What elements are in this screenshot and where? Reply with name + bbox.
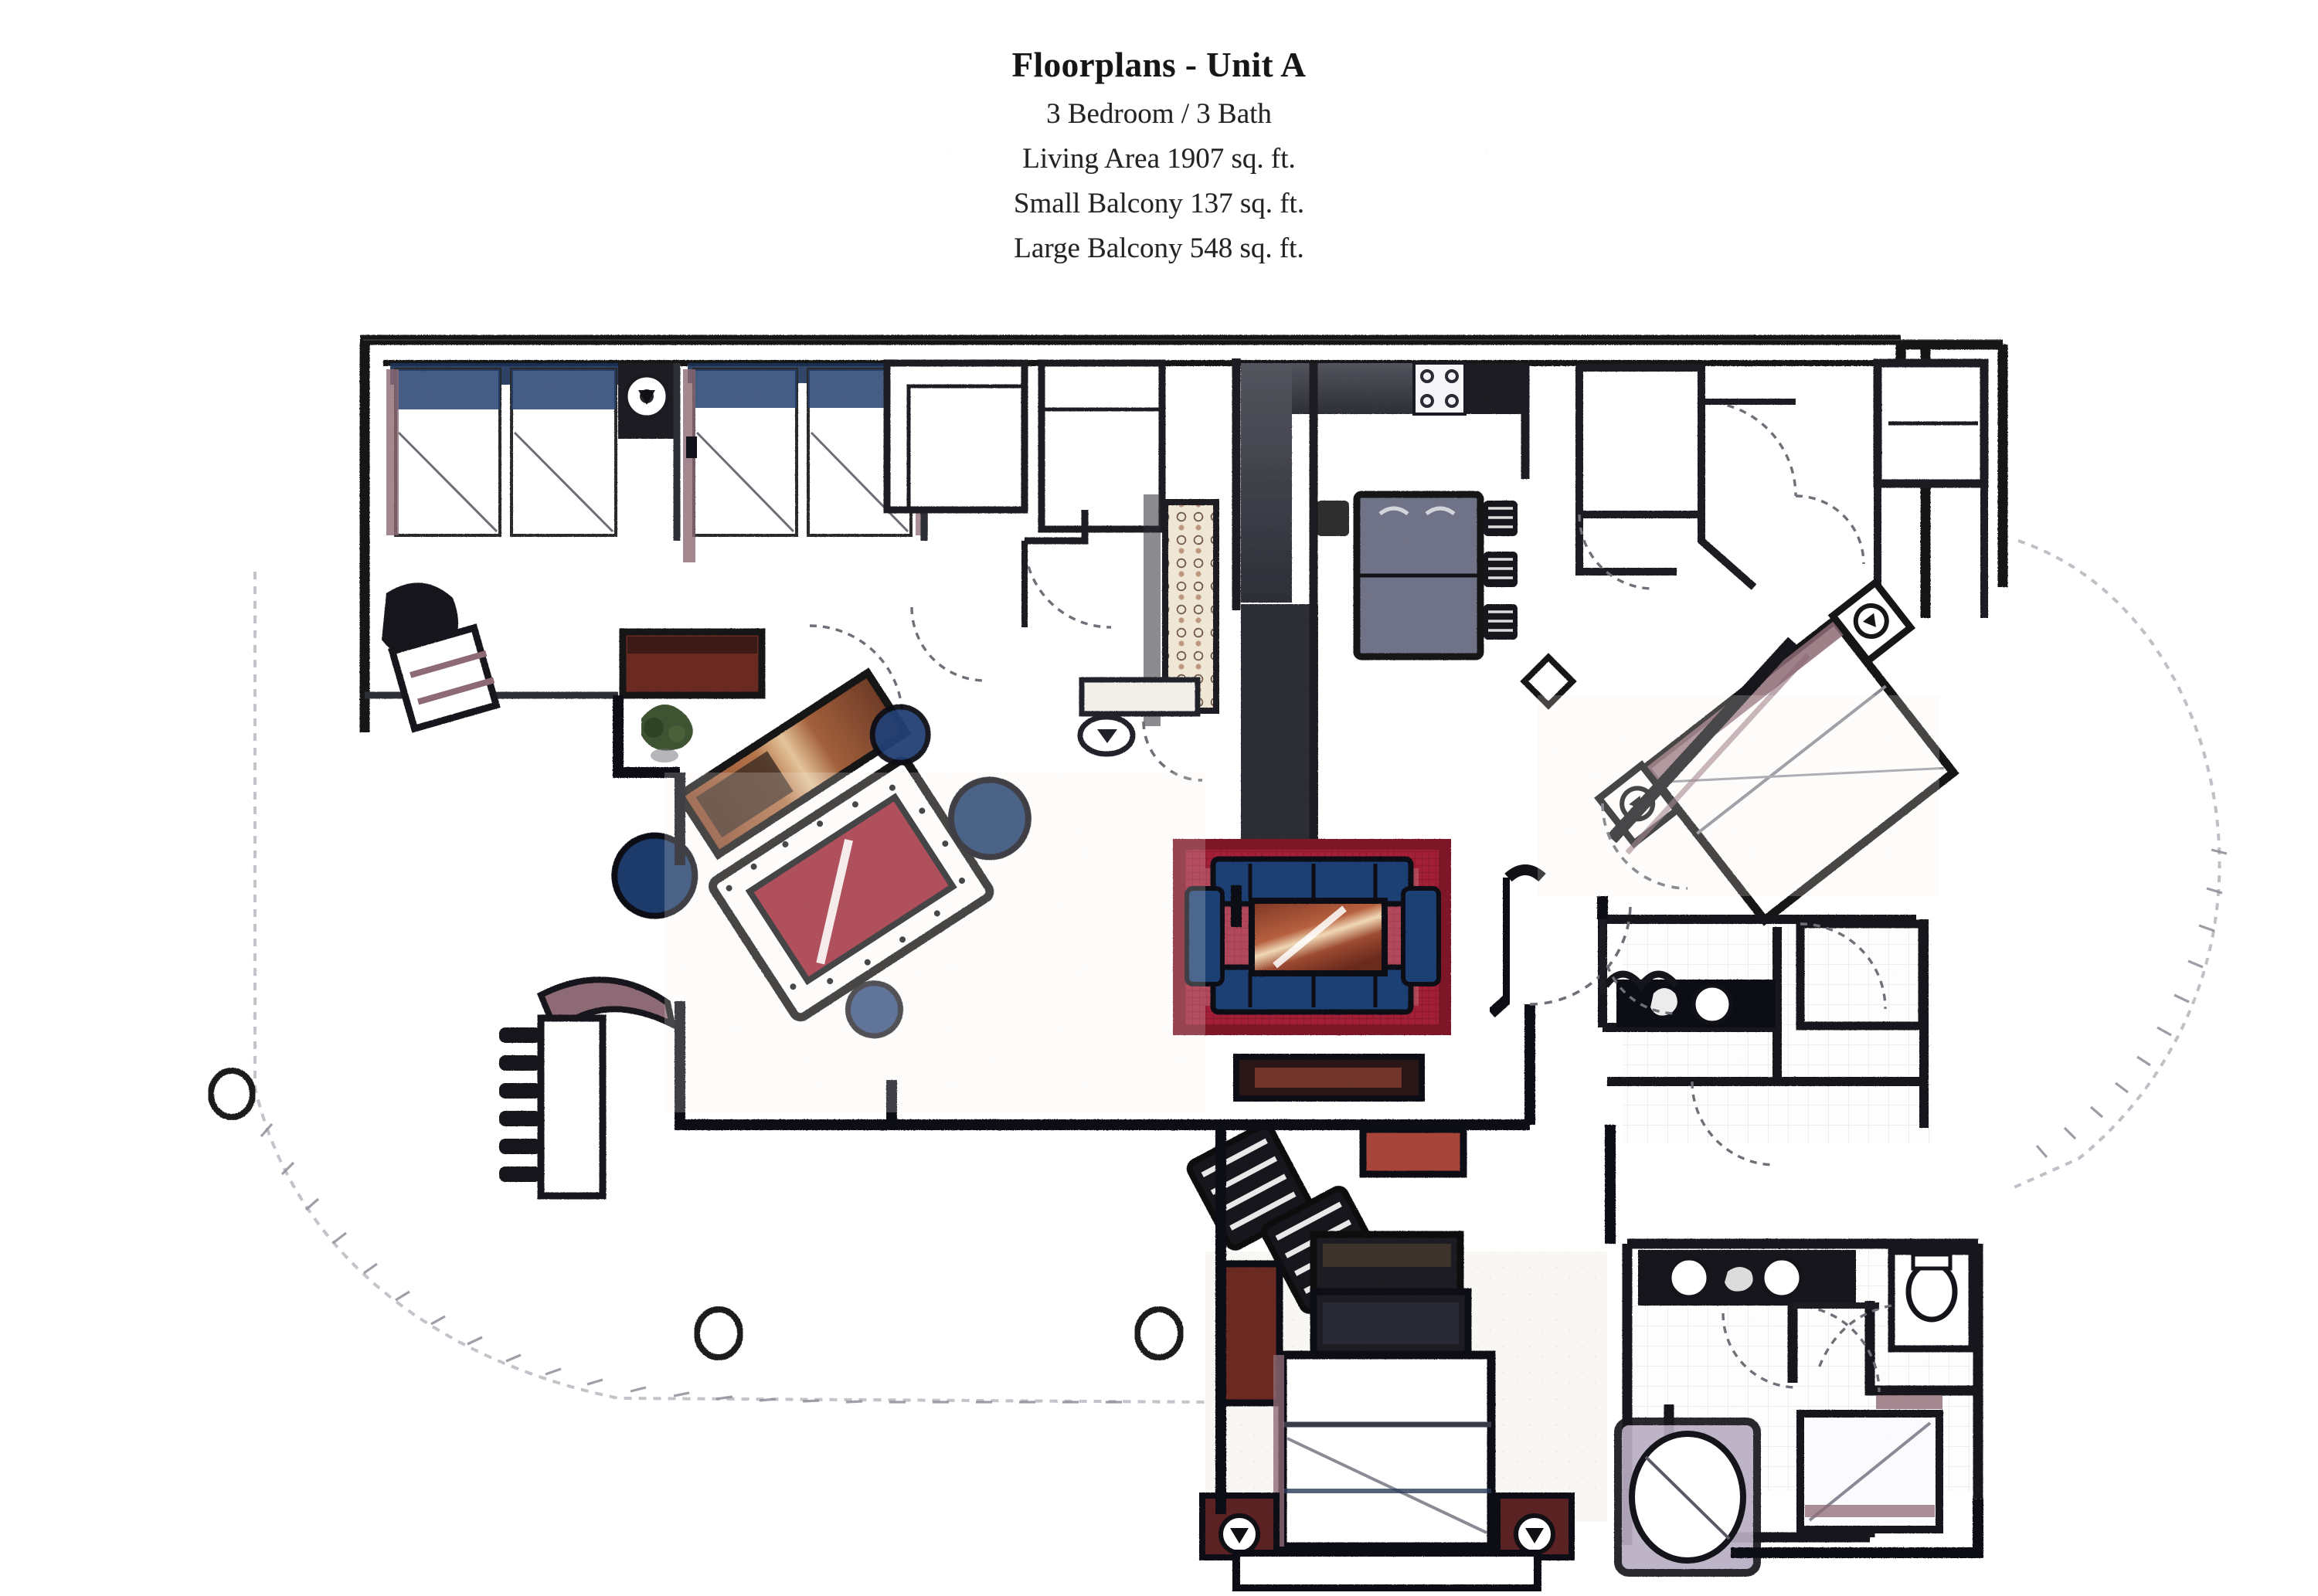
door-leaves: [1021, 399, 1879, 1309]
twin-bed-c: [683, 368, 798, 562]
dining-table: [1317, 491, 1518, 660]
round-chair-3: [869, 704, 931, 766]
sink-1: [1691, 983, 1733, 1025]
large-balcony: [208, 572, 1206, 1404]
twin-bed-a: [386, 368, 501, 537]
coffee-table: [1249, 898, 1388, 976]
double-vanity: [1638, 1250, 1856, 1306]
ottoman: [1359, 1126, 1467, 1178]
left-furniture: [382, 582, 766, 1200]
column-3: [1134, 1306, 1184, 1360]
range: [1412, 362, 1467, 416]
column-1: [208, 1068, 256, 1120]
toilet-1: [1888, 1248, 1976, 1353]
sink-3: [1760, 1256, 1803, 1299]
bath-3: [1598, 915, 1929, 1166]
side-table-diamond: [1520, 653, 1577, 710]
bed-bench: [1232, 1549, 1541, 1592]
bedroom-2: [386, 363, 675, 537]
kitchen: [1144, 358, 1530, 890]
round-chair-4: [845, 980, 903, 1039]
nightstand-lamp-5: [1494, 1492, 1575, 1560]
tall-cabinet: [1215, 1260, 1283, 1407]
armchair-corner: [382, 582, 501, 733]
scan-artifacts: [363, 339, 2001, 1112]
small-balcony: [2008, 539, 2228, 1191]
master-bath: [1614, 1238, 1983, 1577]
runner-rug: [1162, 499, 1219, 714]
shower: [1796, 1410, 1943, 1533]
king-bed: [1273, 1350, 1496, 1551]
guest-bedroom: [1594, 577, 1959, 926]
angled-table-group: [611, 667, 1032, 1039]
soaking-tub: [1614, 1418, 1761, 1577]
twin-bed-b: [510, 368, 617, 537]
column-2: [694, 1306, 743, 1360]
misc-fixtures: [640, 389, 1201, 757]
nightstand-lamp-3: [1827, 577, 1916, 666]
dining: [1317, 491, 1577, 710]
round-chair-2: [947, 776, 1032, 861]
bath-2-closets: [883, 359, 1166, 545]
nightstand-lamp-4: [1199, 1492, 1280, 1560]
toilet-2: [1876, 1395, 1942, 1409]
sink-2: [1667, 1256, 1711, 1299]
game-table: [709, 756, 994, 1022]
interior-walls: [613, 695, 1983, 1558]
master-bedroom: [1199, 1288, 1575, 1592]
chaise: [499, 976, 677, 1200]
sofa-left: [1210, 856, 1414, 907]
console-buffet: [674, 667, 912, 861]
entry-foyer: [1575, 358, 1989, 618]
planter: [641, 704, 693, 762]
bedroom-3: [683, 363, 928, 562]
